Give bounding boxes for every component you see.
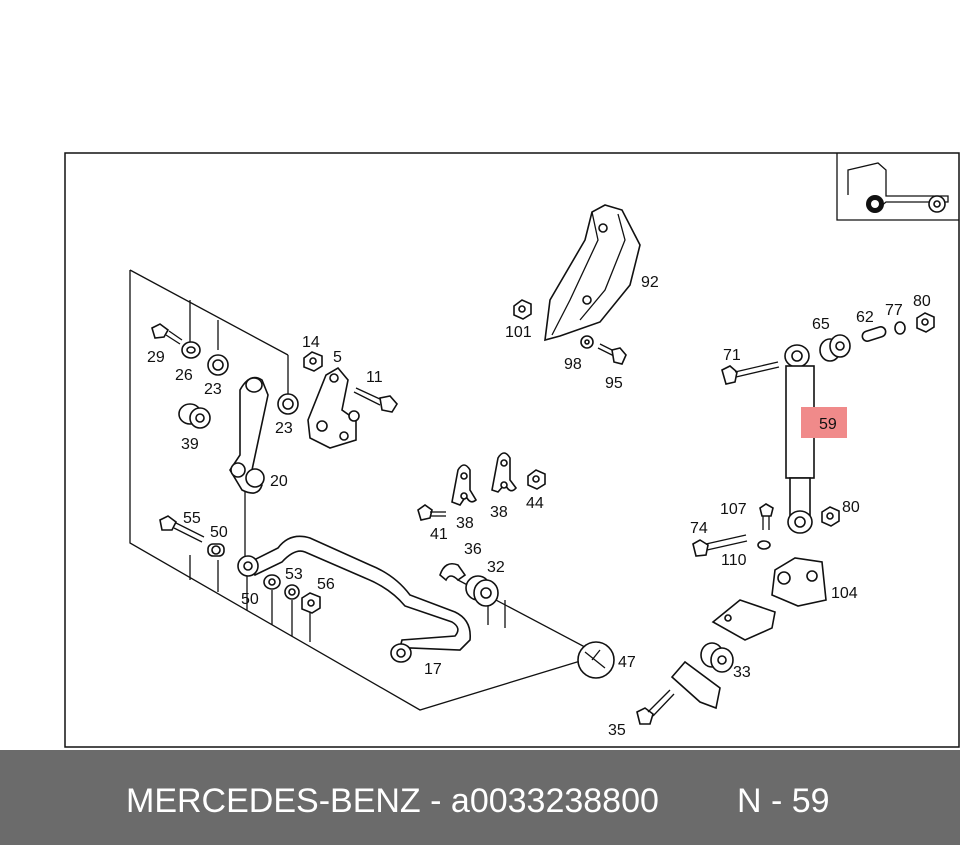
stabilizer-bar-17 xyxy=(237,535,472,663)
label-29: 29 xyxy=(147,349,165,366)
link-rod-20 xyxy=(229,376,269,494)
shock-absorber-59 xyxy=(784,344,815,534)
nut-80b xyxy=(821,506,840,527)
label-98: 98 xyxy=(564,356,582,373)
label-50b: 50 xyxy=(241,591,259,608)
diagram-frame xyxy=(64,152,960,748)
label-26: 26 xyxy=(175,367,193,384)
label-74: 74 xyxy=(690,520,708,537)
label-53: 53 xyxy=(285,566,303,583)
bolt-29 xyxy=(151,323,183,345)
highlight-label: 59 xyxy=(819,416,837,433)
label-107: 107 xyxy=(720,501,747,518)
mounting-plate xyxy=(711,599,776,641)
label-38a: 38 xyxy=(456,515,474,532)
parts-diagram: 59 29 26 23 23 39 14 5 11 20 55 50 50 53… xyxy=(64,152,960,748)
bolt-35 xyxy=(636,689,675,725)
label-101: 101 xyxy=(505,324,532,341)
clamp-bracket xyxy=(670,660,721,710)
label-80a: 80 xyxy=(913,293,931,310)
label-56: 56 xyxy=(317,576,335,593)
bushing-50b xyxy=(263,574,281,590)
label-55: 55 xyxy=(183,510,201,527)
brand-part-number: MERCEDES-BENZ - a0033238800 xyxy=(126,782,659,820)
label-95: 95 xyxy=(605,375,623,392)
clamp-36 xyxy=(439,562,467,582)
nut-80a xyxy=(916,312,935,333)
label-41: 41 xyxy=(430,526,448,543)
bolt-11 xyxy=(353,387,398,413)
nut-56 xyxy=(301,592,321,614)
bolt-74 xyxy=(692,534,748,557)
washer-26 xyxy=(181,341,201,359)
bolt-71 xyxy=(721,361,780,385)
nut-14 xyxy=(303,351,323,372)
footer-bar: MERCEDES-BENZ - a0033238800 N - 59 xyxy=(0,750,960,845)
label-38b: 38 xyxy=(490,504,508,521)
nut-101 xyxy=(513,299,532,320)
label-14: 14 xyxy=(302,334,320,351)
spring-washer-110 xyxy=(757,540,771,550)
label-71: 71 xyxy=(723,347,741,364)
label-23b: 23 xyxy=(275,420,293,437)
label-35: 35 xyxy=(608,722,626,739)
vehicle-location-icon xyxy=(836,153,959,221)
label-47: 47 xyxy=(618,654,636,671)
label-11: 11 xyxy=(366,369,383,386)
bolt-41 xyxy=(417,504,446,521)
label-20: 20 xyxy=(270,473,288,490)
clamp-38b xyxy=(491,452,518,493)
bolt-95 xyxy=(597,343,627,365)
bushing-32 xyxy=(465,575,499,607)
bushing-39 xyxy=(178,403,211,429)
bracket-5 xyxy=(307,366,360,449)
bushing-23b xyxy=(277,393,299,415)
label-50a: 50 xyxy=(210,524,228,541)
label-110: 110 xyxy=(721,552,747,569)
bushing-23a xyxy=(207,354,229,376)
bracket-92 xyxy=(544,204,641,342)
washer-53 xyxy=(284,584,300,600)
clamp-38a xyxy=(451,464,478,506)
label-65: 65 xyxy=(812,316,830,333)
label-77: 77 xyxy=(885,302,903,319)
label-92: 92 xyxy=(641,274,659,291)
label-39: 39 xyxy=(181,436,199,453)
label-104: 104 xyxy=(831,585,858,602)
label-23a: 23 xyxy=(204,381,222,398)
label-80b: 80 xyxy=(842,499,860,516)
bolt-55 xyxy=(159,515,205,543)
bushing-65 xyxy=(819,334,851,362)
nut-44 xyxy=(527,469,546,490)
highlight-box xyxy=(801,407,847,438)
label-36: 36 xyxy=(464,541,482,558)
leader-lines-left xyxy=(129,269,601,711)
bushing-50a xyxy=(207,543,225,557)
label-62: 62 xyxy=(856,309,874,326)
label-44: 44 xyxy=(526,495,544,512)
washer-98 xyxy=(580,335,594,349)
label-32: 32 xyxy=(487,559,505,576)
bushing-33 xyxy=(700,642,734,673)
bracket-104 xyxy=(771,557,827,607)
label-17: 17 xyxy=(424,661,442,678)
sleeve-62 xyxy=(861,326,887,342)
bolt-107 xyxy=(759,503,774,530)
washer-77 xyxy=(894,321,906,335)
label-5: 5 xyxy=(333,349,342,366)
page-reference: N - 59 xyxy=(737,782,830,820)
wrench-service-icon xyxy=(577,641,615,679)
label-33: 33 xyxy=(733,664,751,681)
